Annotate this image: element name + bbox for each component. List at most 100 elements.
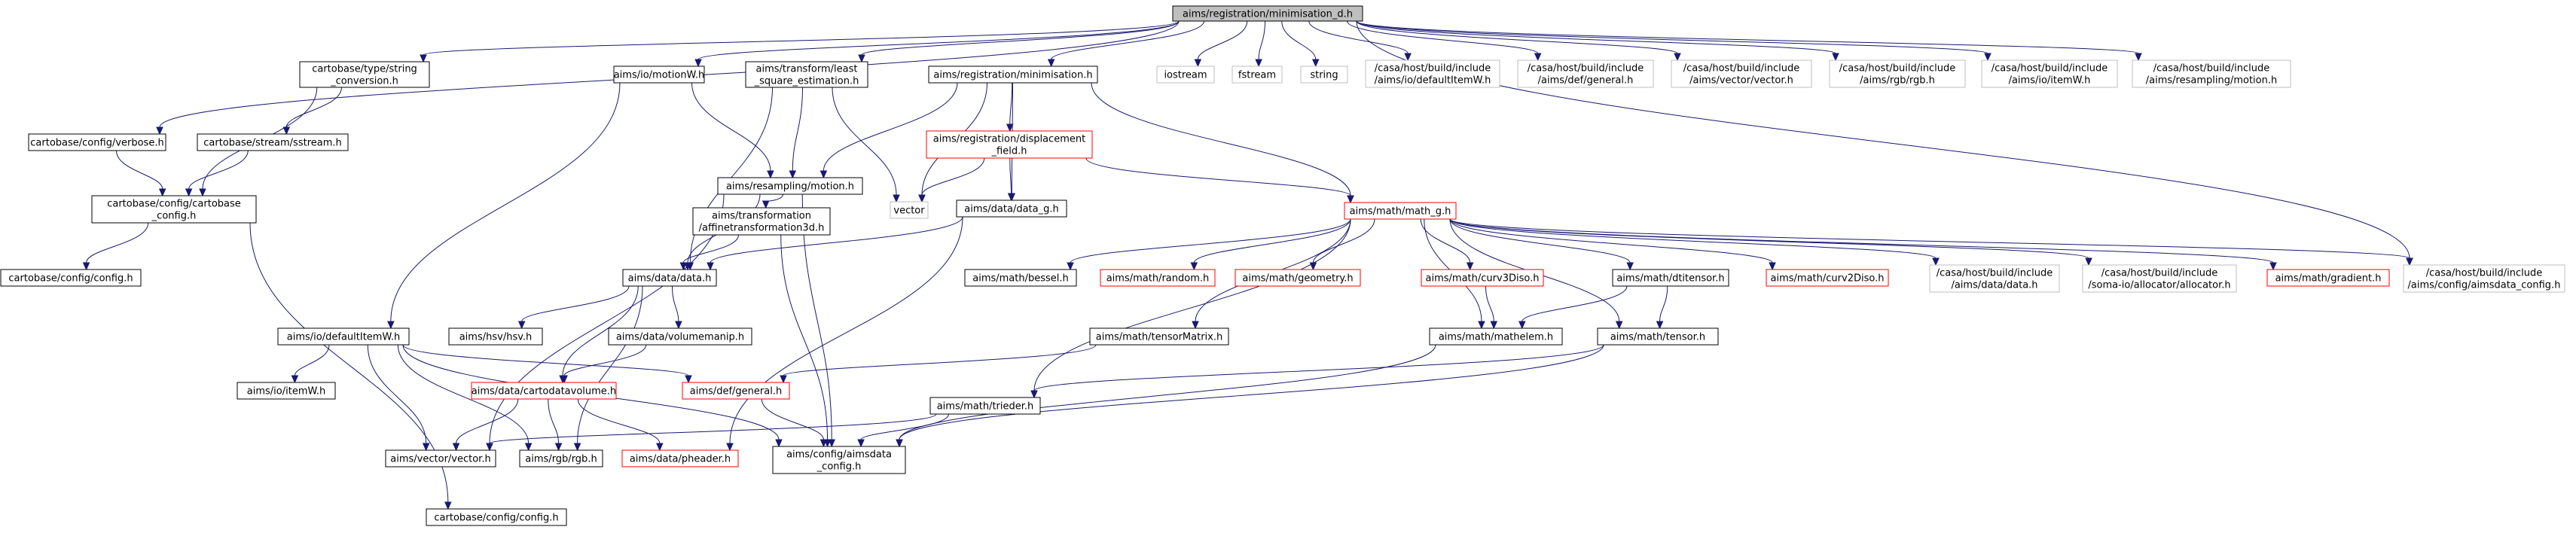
node-label-geometry-line0: aims/math/geometry.h — [1242, 273, 1353, 285]
edge-math_g-to-curv2D — [1449, 218, 1773, 263]
node-aimsdata_cfg[interactable]: aims/config/aimsdata_config.h — [772, 446, 906, 474]
node-box-resamp_motion[interactable] — [717, 177, 863, 195]
node-box-cb_string[interactable] — [299, 61, 430, 88]
node-reg_min[interactable]: aims/registration/minimisation.h — [928, 65, 1098, 84]
node-io_motionW[interactable]: aims/io/motionW.h — [613, 65, 705, 84]
node-box-hsv[interactable] — [448, 327, 543, 346]
node-least_sq[interactable]: aims/transform/least_square_estimation.h — [745, 61, 868, 88]
node-label-cb_string-line0: cartobase/type/string — [312, 64, 417, 75]
node-curv2D[interactable]: aims/math/curv2Diso.h — [1766, 269, 1889, 287]
node-box-cb_config2[interactable] — [426, 508, 567, 526]
node-box-vec_vector[interactable] — [385, 449, 496, 468]
node-box-dtitensor[interactable] — [1612, 269, 1729, 287]
edge-reg_min-to-displacement — [1009, 82, 1013, 125]
node-curv3D[interactable]: aims/math/curv3Diso.h — [1421, 269, 1544, 287]
node-rgb[interactable]: aims/rgb/rgb.h — [519, 449, 603, 468]
node-bessel[interactable]: aims/math/bessel.h — [964, 269, 1077, 287]
arrowhead-root-to-ext_resampmotion — [2135, 53, 2142, 62]
node-label-iostream-line0: iostream — [1164, 70, 1207, 81]
node-label-cb_cartobase-line1: _config.h — [151, 211, 197, 222]
node-random[interactable]: aims/math/random.h — [1100, 269, 1216, 287]
node-box-curv2D[interactable] — [1766, 269, 1889, 287]
node-box-bessel[interactable] — [964, 269, 1077, 287]
node-data_h[interactable]: aims/data/data.h — [622, 269, 717, 287]
node-displacement[interactable]: aims/registration/displacement_field.h — [926, 130, 1093, 159]
arrowhead-cartodatavol-to-rgb — [554, 443, 563, 452]
node-trieder[interactable]: aims/math/trieder.h — [929, 397, 1041, 415]
node-box-data_g[interactable] — [956, 199, 1067, 218]
node-label-ext_defaultItemW-line1: /aims/io/defaultItemW.h — [1375, 75, 1491, 87]
node-cb_config1[interactable]: cartobase/config/config.h — [0, 269, 142, 287]
node-box-cb_config1[interactable] — [0, 269, 142, 287]
node-box-tensorMatrix[interactable] — [1089, 327, 1229, 346]
node-label-reg_min-line0: aims/registration/minimisation.h — [933, 70, 1092, 81]
edge-tensorMatrix-to-def_general — [783, 344, 1097, 376]
node-box-tensor[interactable] — [1597, 327, 1719, 346]
node-root[interactable]: aims/registration/minimisation_d.h — [1172, 5, 1363, 22]
node-box-cartodatavol[interactable] — [471, 382, 617, 400]
node-box-cb_verbose[interactable] — [28, 133, 166, 151]
edge-cb_cartobase-to-cb_config1 — [86, 222, 149, 263]
node-label-affine3d-line1: /affinetransformation3d.h — [699, 223, 825, 234]
node-def_general[interactable]: aims/def/general.h — [682, 382, 790, 400]
node-box-cb_cartobase[interactable] — [91, 195, 257, 224]
node-ext_aimsdata: /casa/host/build/include/aims/config/aim… — [2403, 264, 2565, 293]
node-hsv[interactable]: aims/hsv/hsv.h — [448, 327, 543, 346]
node-tensor[interactable]: aims/math/tensor.h — [1597, 327, 1719, 346]
node-cb_string[interactable]: cartobase/type/string_conversion.h — [299, 61, 430, 88]
node-gradient[interactable]: aims/math/gradient.h — [2266, 269, 2390, 287]
node-box-io_motionW[interactable] — [613, 65, 705, 84]
node-box-pheader[interactable] — [621, 449, 739, 468]
node-box-data_h[interactable] — [622, 269, 717, 287]
node-volmanip[interactable]: aims/data/volumemanip.h — [608, 327, 752, 346]
node-box-displacement[interactable] — [926, 130, 1093, 159]
node-box-reg_min[interactable] — [928, 65, 1098, 84]
node-box-cb_sstream[interactable] — [197, 133, 349, 151]
node-box-gradient[interactable] — [2266, 269, 2390, 287]
node-tensorMatrix[interactable]: aims/math/tensorMatrix.h — [1089, 327, 1229, 346]
node-box-ext_resampmotion — [2132, 59, 2291, 88]
node-data_g[interactable]: aims/data/data_g.h — [956, 199, 1067, 218]
node-cb_config2[interactable]: cartobase/config/config.h — [426, 508, 567, 526]
node-box-itemW[interactable] — [237, 382, 336, 400]
node-math_g[interactable]: aims/math/math_g.h — [1344, 202, 1457, 220]
arrowhead-curv3D-to-mathelem — [1490, 321, 1498, 330]
node-box-aimsdata_cfg[interactable] — [772, 446, 906, 474]
node-box-least_sq[interactable] — [745, 61, 868, 88]
node-label-mathelem-line0: aims/math/mathelem.h — [1439, 332, 1553, 343]
edge-math_g-to-gradient — [1449, 218, 2274, 263]
node-dtitensor[interactable]: aims/math/dtitensor.h — [1612, 269, 1729, 287]
node-cb_cartobase[interactable]: cartobase/config/cartobase_config.h — [91, 195, 257, 224]
node-box-random[interactable] — [1100, 269, 1216, 287]
node-box-def_general[interactable] — [682, 382, 790, 400]
node-pheader[interactable]: aims/data/pheader.h — [621, 449, 739, 468]
node-box-root[interactable] — [1172, 5, 1363, 22]
node-box-rgb[interactable] — [519, 449, 603, 468]
edge-root-to-iostream — [1197, 20, 1248, 60]
arrowhead-root-to-fstream — [1255, 59, 1262, 68]
node-affine3d[interactable]: aims/transformation/affinetransformation… — [692, 207, 831, 236]
node-box-affine3d[interactable] — [692, 207, 831, 236]
node-resamp_motion[interactable]: aims/resampling/motion.h — [717, 177, 863, 195]
node-box-geometry[interactable] — [1235, 269, 1361, 287]
node-label-ext_general-line1: /aims/def/general.h — [1538, 75, 1634, 87]
edge-trieder-to-aimsdata_cfg — [860, 413, 949, 440]
node-cb_sstream[interactable]: cartobase/stream/sstream.h — [197, 133, 349, 151]
node-box-trieder[interactable] — [929, 397, 1041, 415]
node-box-volmanip[interactable] — [608, 327, 752, 346]
node-box-defaultItemW[interactable] — [277, 327, 410, 346]
node-box-curv3D[interactable] — [1421, 269, 1544, 287]
node-geometry[interactable]: aims/math/geometry.h — [1235, 269, 1361, 287]
node-itemW[interactable]: aims/io/itemW.h — [237, 382, 336, 400]
node-label-def_general-line0: aims/def/general.h — [690, 386, 782, 397]
node-vec_vector[interactable]: aims/vector/vector.h — [385, 449, 496, 468]
node-cartodatavol[interactable]: aims/data/cartodatavolume.h — [471, 382, 617, 400]
arrowhead-root-to-least_sq — [858, 54, 865, 63]
node-box-math_g[interactable] — [1344, 202, 1457, 220]
edge-root-to-ext_rgb — [1356, 20, 1836, 54]
node-box-mathelem[interactable] — [1429, 327, 1563, 346]
node-defaultItemW[interactable]: aims/io/defaultItemW.h — [277, 327, 410, 346]
node-cb_verbose[interactable]: cartobase/config/verbose.h — [28, 133, 166, 151]
node-mathelem[interactable]: aims/math/mathelem.h — [1429, 327, 1563, 346]
edge-defaultItemW-to-vec_vector — [367, 344, 427, 444]
